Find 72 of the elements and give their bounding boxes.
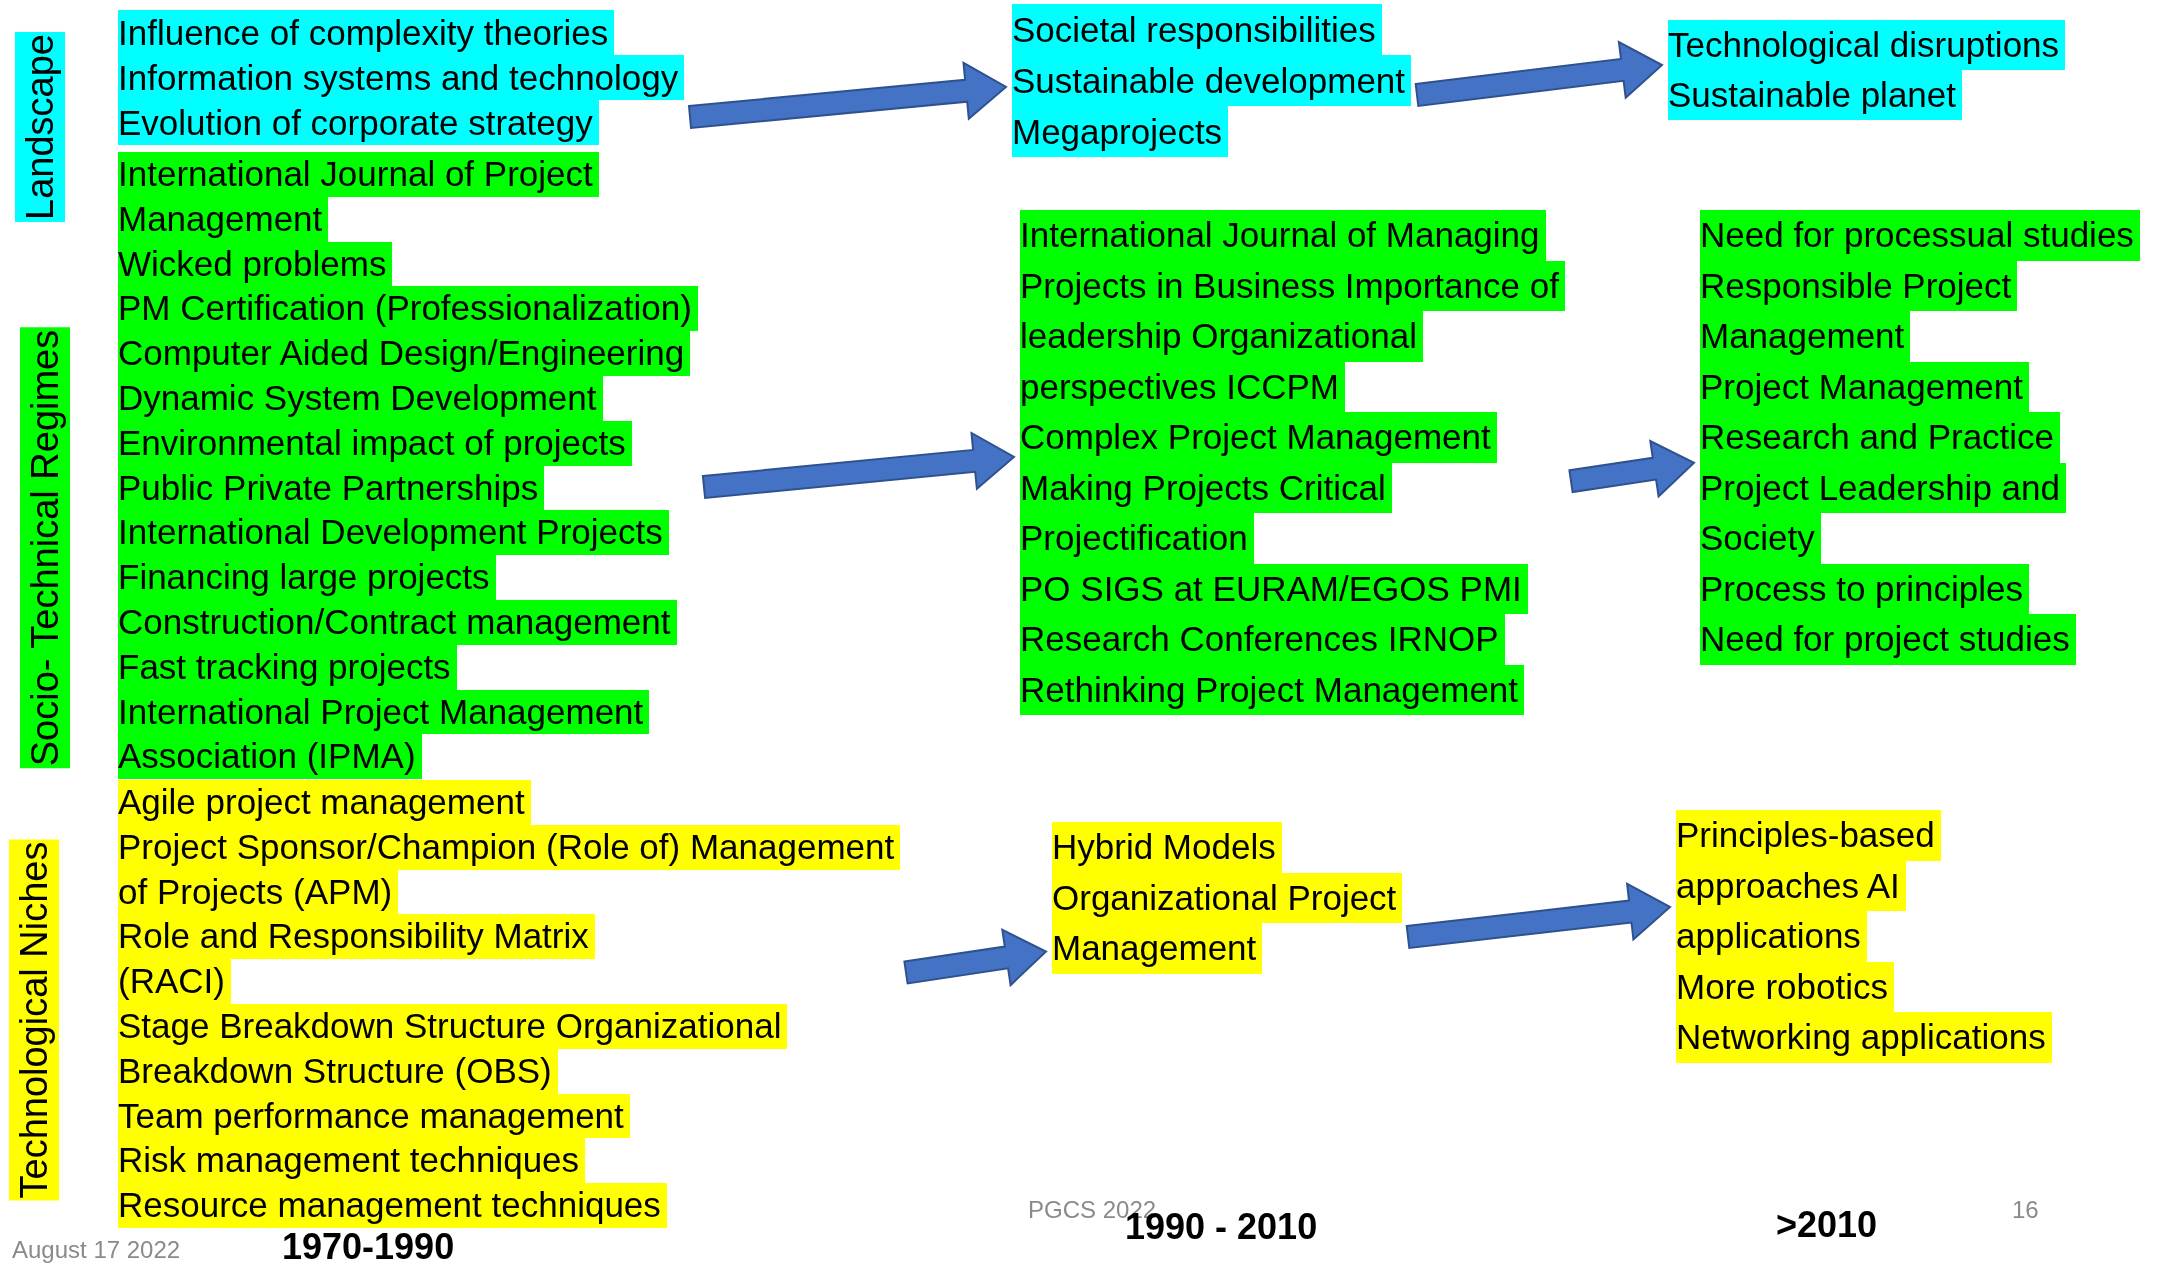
highlighted-text: applications — [1676, 911, 1867, 962]
footer-text: August 17 2022 — [12, 1236, 181, 1264]
highlighted-text: Wicked problems — [118, 241, 393, 287]
highlighted-text: Breakdown Structure (OBS) — [118, 1048, 558, 1094]
highlighted-text: Information systems and technology — [118, 55, 685, 100]
highlighted-text: Rethinking Project Management — [1020, 664, 1525, 715]
block-arrow — [687, 61, 1008, 130]
highlighted-text: Agile project management — [118, 780, 531, 825]
row-heading: Socio- Technical Regimes — [20, 327, 70, 769]
block-arrow — [701, 431, 1016, 499]
highlighted-text: Management — [1700, 311, 1911, 362]
highlighted-text: Project Sponsor/Champion (Role of) Management — [118, 824, 901, 870]
highlighted-text: Public Private Partnerships — [118, 465, 545, 511]
row-heading: Landscape — [15, 32, 65, 222]
highlighted-text: Project Management — [1700, 361, 2029, 412]
highlighted-text: International Development Projects — [118, 510, 669, 556]
highlighted-text: Hybrid Models — [1052, 822, 1282, 873]
highlighted-text: Principles-based — [1676, 810, 1941, 861]
highlighted-text: Fast tracking projects — [118, 644, 457, 690]
highlighted-text: Technological disruptions — [1668, 20, 2066, 70]
highlighted-text: Megaprojects — [1012, 106, 1229, 157]
period-label: >2010 — [1776, 1204, 1878, 1246]
highlighted-text: PM Certification (Professionalization) — [118, 286, 698, 332]
highlighted-text: Need for processual studies — [1700, 210, 2140, 261]
highlighted-text: International Project Management — [118, 689, 650, 735]
highlighted-text: Dynamic System Development — [118, 376, 603, 421]
highlighted-text: Association (IPMA) — [118, 734, 422, 780]
highlighted-text: More robotics — [1676, 961, 1895, 1012]
highlighted-text: Environmental impact of projects — [118, 420, 632, 466]
highlighted-text: Construction/Contract management — [118, 599, 677, 645]
highlighted-text: Resource management techniques — [118, 1183, 667, 1228]
highlighted-text: Projects in Business Importance of — [1020, 260, 1565, 311]
highlighted-text: Networking applications — [1676, 1012, 2052, 1063]
highlighted-text: Sustainable development — [1012, 55, 1412, 106]
highlighted-text: Team performance management — [118, 1093, 630, 1139]
highlighted-text: Project Leadership and — [1700, 462, 2066, 513]
block-arrow — [1405, 881, 1672, 949]
highlighted-text: Projectification — [1020, 513, 1254, 564]
highlighted-text: Societal responsibilities — [1012, 4, 1382, 55]
highlighted-text: Management — [1052, 923, 1263, 974]
highlighted-text: leadership Organizational — [1020, 311, 1423, 362]
footer-text: 16 — [2012, 1196, 2039, 1224]
highlighted-text: International Journal of Project — [118, 152, 599, 197]
highlighted-text: Stage Breakdown Structure Organizational — [118, 1004, 788, 1049]
highlighted-text: Society — [1700, 513, 1821, 564]
highlighted-text: Complex Project Management — [1020, 412, 1497, 463]
row-heading: Technological Niches — [9, 839, 59, 1201]
highlighted-text: PO SIGS at EURAM/EGOS PMI — [1020, 563, 1528, 614]
highlighted-text: Need for project studies — [1700, 614, 2076, 665]
block-arrow — [903, 927, 1048, 988]
highlighted-text: Sustainable planet — [1668, 70, 1962, 120]
highlighted-text: approaches AI — [1676, 860, 1906, 911]
highlighted-text: (RACI) — [118, 959, 231, 1004]
highlighted-text: Research and Practice — [1700, 412, 2061, 463]
highlighted-text: of Projects (APM) — [118, 869, 399, 915]
highlighted-text: Role and Responsibility Matrix — [118, 914, 595, 960]
highlighted-text: Financing large projects — [118, 555, 496, 600]
highlighted-text: International Journal of Managing — [1020, 210, 1546, 261]
highlighted-text: Process to principles — [1700, 563, 2029, 614]
highlighted-text: Responsible Project — [1700, 260, 2018, 311]
highlighted-text: Research Conferences IRNOP — [1020, 614, 1505, 665]
highlighted-text: Evolution of corporate strategy — [118, 100, 599, 145]
highlighted-text: Influence of complexity theories — [118, 10, 615, 55]
highlighted-text: perspectives ICCPM — [1020, 361, 1345, 412]
highlighted-text: Computer Aided Design/Engineering — [118, 331, 691, 376]
highlighted-text: Risk management techniques — [118, 1138, 586, 1184]
block-arrow — [1568, 439, 1696, 499]
highlighted-text: Organizational Project — [1052, 872, 1403, 923]
block-arrow — [1414, 40, 1664, 107]
highlighted-text: Making Projects Critical — [1020, 462, 1392, 513]
highlighted-text: Management — [118, 196, 329, 242]
period-label: 1970-1990 — [282, 1226, 455, 1268]
